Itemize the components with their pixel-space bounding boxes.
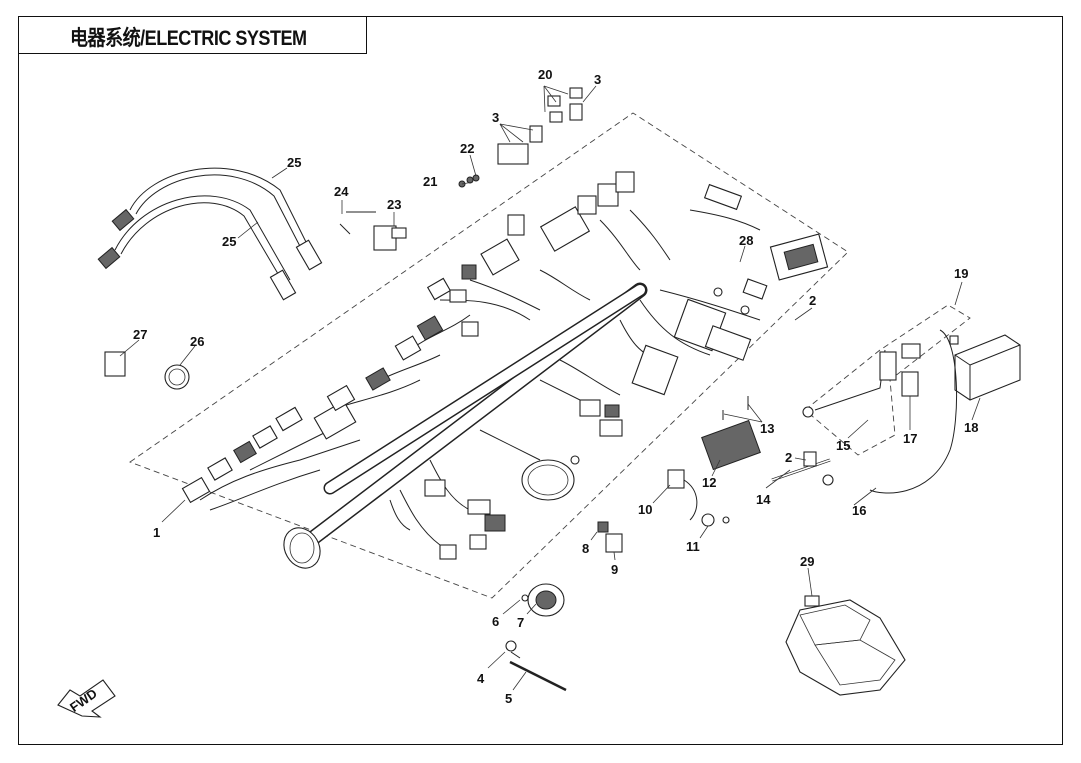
callout-14: 14: [756, 492, 771, 507]
callout-9: 9: [611, 562, 618, 577]
callout-21: 21: [423, 174, 437, 189]
callout-13: 13: [760, 421, 774, 436]
callout-10: 10: [638, 502, 652, 517]
fwd-arrow: FWD: [57, 679, 116, 718]
ecu-29: [785, 595, 906, 696]
clamp-26: [164, 364, 190, 390]
sensor-23: [339, 211, 407, 251]
callout-3b: 3: [492, 110, 499, 125]
oxygen-sensors: [97, 167, 323, 301]
callout-11: 11: [686, 539, 700, 554]
diagram-frame: [18, 16, 1063, 745]
callout-4: 4: [477, 671, 485, 686]
title-box: 电器系统/ELECTRIC SYSTEM: [18, 16, 367, 54]
callout-20: 20: [538, 67, 552, 82]
callout-17: 17: [903, 431, 917, 446]
callout-labels: 1 2 2 3 3 4 5 6 7 8 9 10 11 12 13 14 15 …: [133, 67, 978, 706]
callout-2a: 2: [809, 293, 816, 308]
harness-boundary: [129, 112, 849, 599]
sensor-27: [104, 351, 126, 377]
cable-16: [869, 329, 958, 494]
callout-12: 12: [702, 475, 716, 490]
callout-19: 19: [954, 266, 968, 281]
callout-1: 1: [153, 525, 160, 540]
clip-8: [597, 521, 609, 533]
callout-16: 16: [852, 503, 866, 518]
callout-15: 15: [836, 438, 850, 453]
callout-29: 29: [800, 554, 814, 569]
callout-18: 18: [964, 420, 978, 435]
leader-lines: [119, 85, 981, 691]
battery-18: [949, 334, 1021, 401]
cable-boundary-19: [804, 304, 971, 456]
page-title: 电器系统/ELECTRIC SYSTEM: [70, 27, 307, 50]
callout-22: 22: [460, 141, 474, 156]
callout-27: 27: [133, 327, 147, 342]
callout-25b: 25: [222, 234, 236, 249]
callout-8: 8: [582, 541, 589, 556]
relay-9: [605, 533, 623, 553]
callout-26: 26: [190, 334, 204, 349]
regulator-12: [701, 419, 761, 471]
callout-23: 23: [387, 197, 401, 212]
main-harness: [181, 171, 829, 569]
fasteners-21-22: [458, 174, 480, 188]
callout-5: 5: [505, 691, 512, 706]
callout-3a: 3: [594, 72, 601, 87]
connector-10: [667, 469, 685, 489]
callout-28: 28: [739, 233, 753, 248]
callout-7: 7: [517, 615, 524, 630]
relays: [497, 87, 583, 165]
callout-2b: 2: [785, 450, 792, 465]
relay-17: [901, 371, 919, 397]
callout-6: 6: [492, 614, 499, 629]
callout-24: 24: [334, 184, 349, 199]
callout-25a: 25: [287, 155, 301, 170]
